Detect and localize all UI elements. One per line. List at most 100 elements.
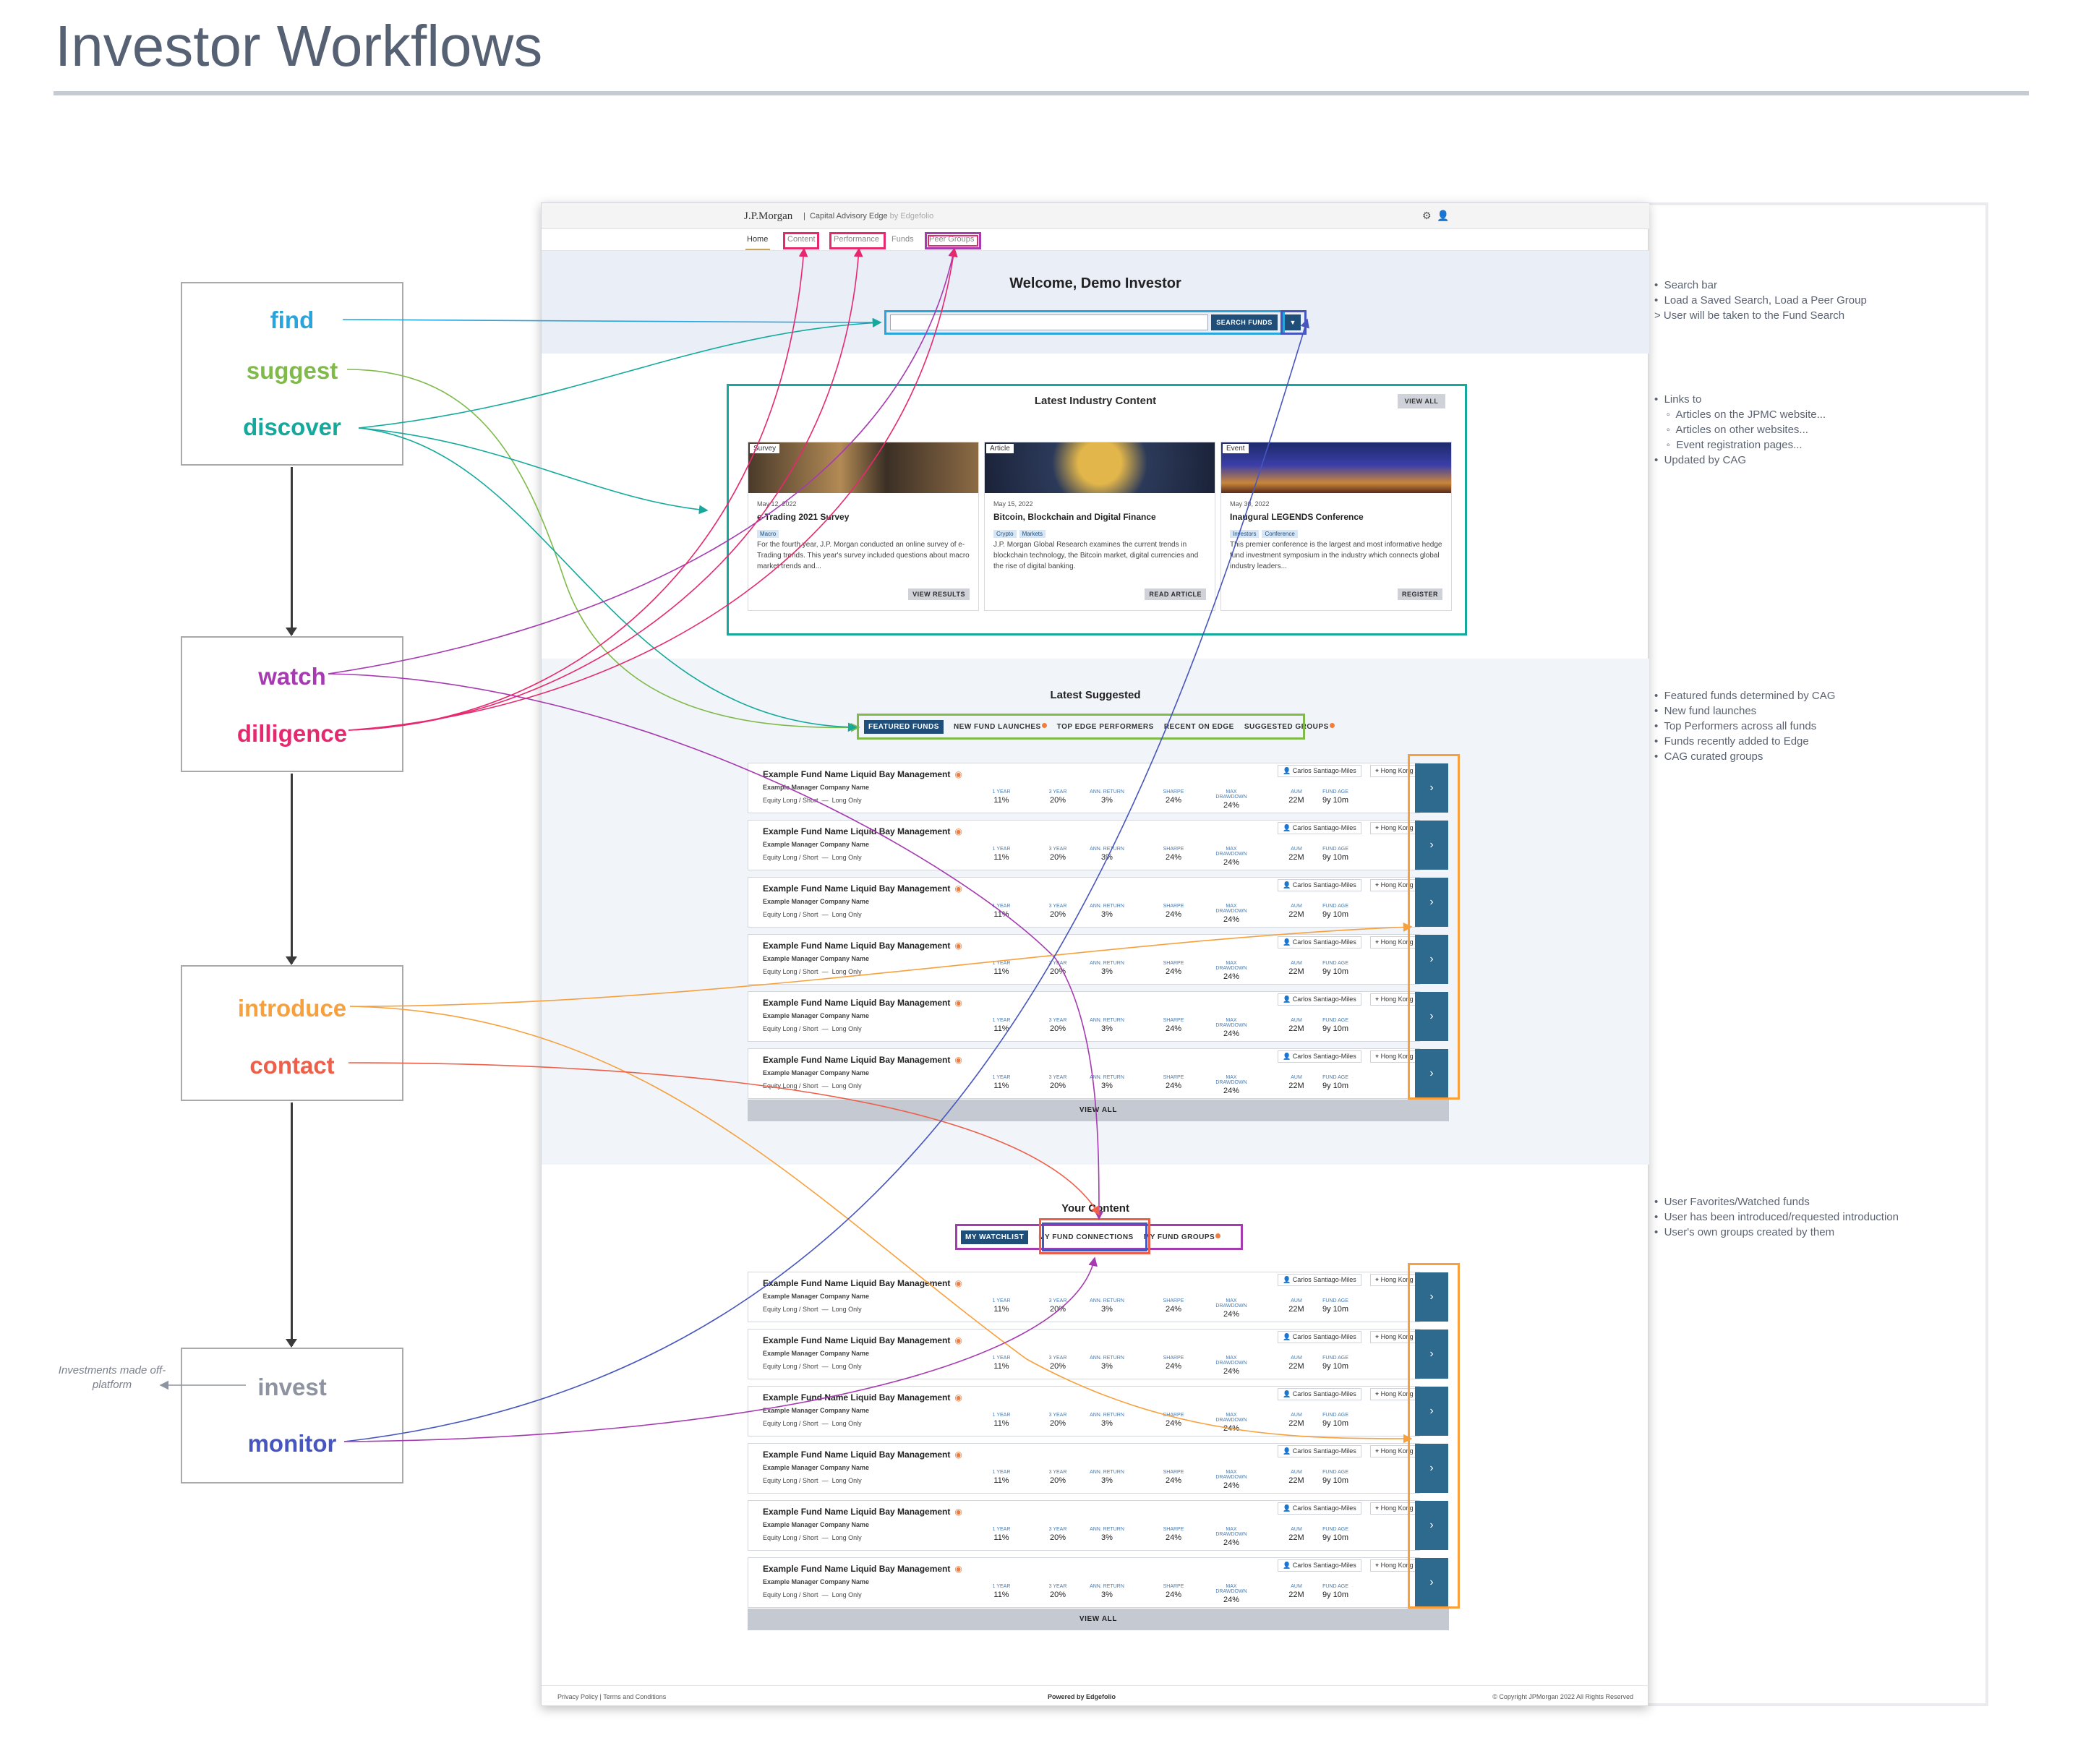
fund-row[interactable]: Example Fund Name Liquid Bay Management◉… <box>748 1500 1420 1551</box>
chevron-right-icon[interactable]: › <box>1415 878 1448 927</box>
metric-value: 20% <box>1049 1082 1066 1090</box>
view-results-button[interactable]: VIEW RESULTS <box>908 588 970 600</box>
footer-copyright: © Copyright JPMorgan 2022 All Rights Res… <box>1492 1693 1633 1700</box>
person-icon: 👤 <box>1283 996 1291 1003</box>
chevron-right-icon[interactable]: › <box>1415 992 1448 1041</box>
fund-name[interactable]: Example Fund Name Liquid Bay Management◉ <box>763 998 962 1008</box>
contact-pill[interactable]: 👤 Carlos Santiago-Miles <box>1278 1050 1361 1063</box>
contact-pill[interactable]: 👤 Carlos Santiago-Miles <box>1278 993 1361 1006</box>
eye-icon[interactable]: ◉ <box>954 1335 962 1345</box>
strategy: Equity Long / Short <box>763 1477 818 1484</box>
eye-icon[interactable]: ◉ <box>954 941 962 951</box>
eye-icon[interactable]: ◉ <box>954 1564 962 1574</box>
contact-pill[interactable]: 👤 Carlos Santiago-Miles <box>1278 1388 1361 1400</box>
read-article-button[interactable]: READ ARTICLE <box>1145 588 1206 600</box>
suggested-view-all-button[interactable]: VIEW ALL <box>748 1100 1449 1121</box>
contact-pill[interactable]: 👤 Carlos Santiago-Miles <box>1278 765 1361 777</box>
nav-content[interactable]: Content <box>787 235 816 244</box>
eye-icon[interactable]: ◉ <box>954 1278 962 1288</box>
fund-row[interactable]: Example Fund Name Liquid Bay Management◉… <box>748 820 1420 870</box>
chevron-right-icon[interactable]: › <box>1415 935 1448 984</box>
metric-value: 24% <box>1223 1424 1240 1433</box>
contact-pill[interactable]: 👤 Carlos Santiago-Miles <box>1278 1445 1361 1457</box>
chevron-right-icon[interactable]: › <box>1415 1558 1448 1607</box>
user-icon[interactable]: 👤 <box>1437 210 1450 221</box>
fund-name[interactable]: Example Fund Name Liquid Bay Management◉ <box>763 1392 962 1403</box>
contact-pill[interactable]: 👤 Carlos Santiago-Miles <box>1278 1559 1361 1572</box>
fund-row[interactable]: Example Fund Name Liquid Bay Management◉… <box>748 991 1420 1042</box>
chevron-right-icon[interactable]: › <box>1415 1387 1448 1436</box>
fund-name[interactable]: Example Fund Name Liquid Bay Management◉ <box>763 1055 962 1065</box>
card-chip[interactable]: Conference <box>1262 530 1298 538</box>
chevron-right-icon[interactable]: › <box>1415 1330 1448 1379</box>
content-card[interactable]: Survey May 12, 2022 e-Trading 2021 Surve… <box>748 442 979 611</box>
manager-name: Example Manager Company Name <box>763 1407 870 1414</box>
card-chip[interactable]: Markets <box>1019 530 1046 538</box>
eye-icon[interactable]: ◉ <box>954 998 962 1008</box>
nav-peer-groups[interactable]: Peer Groups <box>929 235 975 244</box>
fund-row[interactable]: Example Fund Name Liquid Bay Management◉… <box>748 1557 1420 1608</box>
eye-icon[interactable]: ◉ <box>954 1507 962 1517</box>
card-chip[interactable]: Investors <box>1230 530 1260 538</box>
fund-name[interactable]: Example Fund Name Liquid Bay Management◉ <box>763 941 962 951</box>
eye-icon[interactable]: ◉ <box>954 1055 962 1065</box>
gear-icon[interactable]: ⚙ <box>1422 210 1432 221</box>
eye-icon[interactable]: ◉ <box>954 826 962 836</box>
contact-pill[interactable]: 👤 Carlos Santiago-Miles <box>1278 822 1361 834</box>
chevron-right-icon[interactable]: › <box>1415 1049 1448 1098</box>
fund-name[interactable]: Example Fund Name Liquid Bay Management◉ <box>763 1335 962 1345</box>
card-title[interactable]: Bitcoin, Blockchain and Digital Finance <box>993 512 1156 522</box>
card-tag: Event <box>1223 444 1249 453</box>
contact-pill[interactable]: 👤 Carlos Santiago-Miles <box>1278 1331 1361 1343</box>
fund-name[interactable]: Example Fund Name Liquid Bay Management◉ <box>763 826 962 836</box>
eye-icon[interactable]: ◉ <box>954 883 962 894</box>
chevron-right-icon[interactable]: › <box>1415 763 1448 813</box>
fund-name[interactable]: Example Fund Name Liquid Bay Management◉ <box>763 1278 962 1288</box>
content-card[interactable]: Event May 30, 2022 Inaugural LEGENDS Con… <box>1220 442 1452 611</box>
content-view-all-button[interactable]: VIEW ALL <box>1398 394 1445 408</box>
nav-performance[interactable]: Performance <box>834 235 879 244</box>
pin-icon: ⌖ <box>1375 938 1380 946</box>
register-button[interactable]: REGISTER <box>1397 588 1442 600</box>
chevron-right-icon[interactable]: › <box>1415 821 1448 870</box>
metric-label: 1 YEAR <box>992 1470 1011 1475</box>
contact-pill[interactable]: 👤 Carlos Santiago-Miles <box>1278 1502 1361 1515</box>
fund-row[interactable]: Example Fund Name Liquid Bay Management◉… <box>748 1329 1420 1379</box>
fund-row[interactable]: Example Fund Name Liquid Bay Management◉… <box>748 1386 1420 1437</box>
content-card[interactable]: Article May 15, 2022 Bitcoin, Blockchain… <box>984 442 1215 611</box>
contact-pill[interactable]: 👤 Carlos Santiago-Miles <box>1278 879 1361 891</box>
fund-name[interactable]: Example Fund Name Liquid Bay Management◉ <box>763 1450 962 1460</box>
contact-pill[interactable]: 👤 Carlos Santiago-Miles <box>1278 936 1361 949</box>
nav-home[interactable]: Home <box>747 235 769 244</box>
nav-funds[interactable]: Funds <box>892 235 914 244</box>
card-chip[interactable]: Macro <box>757 530 779 538</box>
eye-icon[interactable]: ◉ <box>954 769 962 779</box>
fund-row[interactable]: Example Fund Name Liquid Bay Management◉… <box>748 1443 1420 1494</box>
contact-pill[interactable]: 👤 Carlos Santiago-Miles <box>1278 1274 1361 1286</box>
fund-row[interactable]: Example Fund Name Liquid Bay Management◉… <box>748 1048 1420 1099</box>
fund-row[interactable]: Example Fund Name Liquid Bay Management◉… <box>748 1272 1420 1322</box>
card-title[interactable]: Inaugural LEGENDS Conference <box>1230 512 1364 522</box>
fund-row[interactable]: Example Fund Name Liquid Bay Management◉… <box>748 934 1420 985</box>
chevron-right-icon[interactable]: › <box>1415 1444 1448 1493</box>
footer-links[interactable]: Privacy Policy | Terms and Conditions <box>557 1693 667 1700</box>
your-content-view-all-button[interactable]: VIEW ALL <box>748 1609 1449 1630</box>
fund-name[interactable]: Example Fund Name Liquid Bay Management◉ <box>763 1564 962 1574</box>
card-chip[interactable]: Crypto <box>993 530 1017 538</box>
eye-icon[interactable]: ◉ <box>954 1450 962 1460</box>
card-title[interactable]: e-Trading 2021 Survey <box>757 512 850 522</box>
chevron-right-icon[interactable]: › <box>1415 1272 1448 1322</box>
fund-name[interactable]: Example Fund Name Liquid Bay Management◉ <box>763 1507 962 1517</box>
location: Hong Kong <box>1380 824 1414 831</box>
chevron-right-icon[interactable]: › <box>1415 1501 1448 1550</box>
fund-row[interactable]: Example Fund Name Liquid Bay Management◉… <box>748 877 1420 928</box>
fund-row[interactable]: Example Fund Name Liquid Bay Management◉… <box>748 763 1420 813</box>
eye-icon[interactable]: ◉ <box>954 1392 962 1403</box>
fund-name[interactable]: Example Fund Name Liquid Bay Management◉ <box>763 883 962 894</box>
fund-name[interactable]: Example Fund Name Liquid Bay Management◉ <box>763 769 962 779</box>
